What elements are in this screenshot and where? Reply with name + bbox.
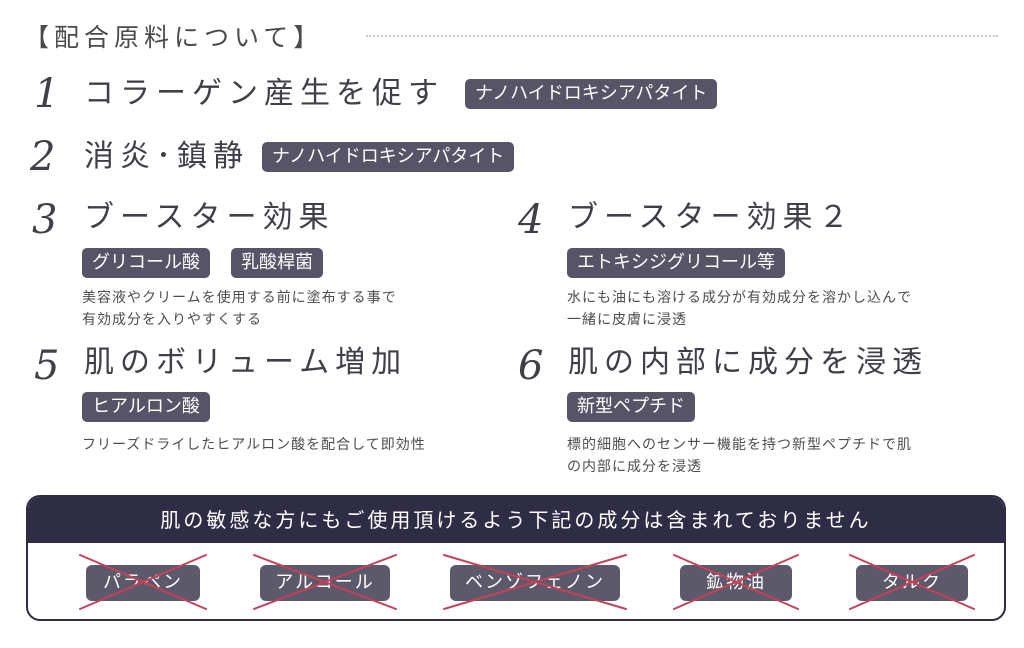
item-1-number: 1 (34, 71, 60, 117)
excluded-item-benzophenone: ベンゾフェノン (450, 565, 620, 601)
item-4-title: ブースター効果２ (568, 200, 855, 235)
item-1-badge: ナノハイドロキシアパタイト (465, 79, 718, 109)
excluded-item-talc: タルク (856, 565, 968, 601)
excluded-item-mineral-oil: 鉱物油 (680, 565, 792, 601)
item-4-desc-line-1: 水にも油にも溶ける成分が有効成分を溶かし込んで (567, 290, 912, 306)
item-3-desc-line-2: 有効成分を入りやすくする (82, 312, 262, 328)
item-5-title: 肌のボリューム増加 (84, 345, 408, 380)
excluded-item-paraben: パラペン (86, 565, 200, 601)
item-3-badge-1: グリコール酸 (82, 248, 210, 278)
item-2-number: 2 (30, 134, 56, 180)
header-dotted-rule (366, 35, 998, 37)
item-3-badge-2: 乳酸桿菌 (231, 248, 323, 278)
item-6-desc-line-2: の内部に成分を浸透 (567, 459, 702, 475)
item-6-desc-line-1: 標的細胞へのセンサー機能を持つ新型ペプチドで肌 (567, 437, 912, 453)
item-5-desc-line-1: フリーズドライしたヒアルロン酸を配合して即効性 (82, 437, 426, 453)
item-6-badge: 新型ペプチド (567, 392, 695, 422)
item-6-number: 6 (518, 343, 544, 389)
item-4-number: 4 (518, 197, 544, 243)
item-4-desc-line-2: 一緒に皮膚に浸透 (567, 312, 687, 328)
item-4-badge: エトキシジグリコール等 (567, 248, 785, 278)
item-3-desc-line-1: 美容液やクリームを使用する前に塗布する事で (82, 290, 397, 306)
panel-heading: 肌の敏感な方にもご使用頂けるよう下記の成分は含まれておりません (28, 497, 1004, 543)
item-5-number: 5 (34, 343, 60, 389)
excluded-item-alcohol: アルコール (260, 565, 390, 601)
item-3-title: ブースター効果 (84, 200, 335, 235)
item-2-title: 消炎･鎮静 (84, 139, 249, 174)
excluded-ingredients-panel: 肌の敏感な方にもご使用頂けるよう下記の成分は含まれておりません パラペン アルコ… (26, 495, 1006, 621)
item-1-title: コラーゲン産生を促す (84, 76, 444, 111)
item-5-badge: ヒアルロン酸 (82, 392, 210, 422)
page-title: 【配合原料について】 (24, 23, 324, 52)
item-6-title: 肌の内部に成分を浸透 (568, 345, 928, 380)
item-3-number: 3 (32, 197, 58, 243)
item-2-badge: ナノハイドロキシアパタイト (262, 142, 515, 172)
